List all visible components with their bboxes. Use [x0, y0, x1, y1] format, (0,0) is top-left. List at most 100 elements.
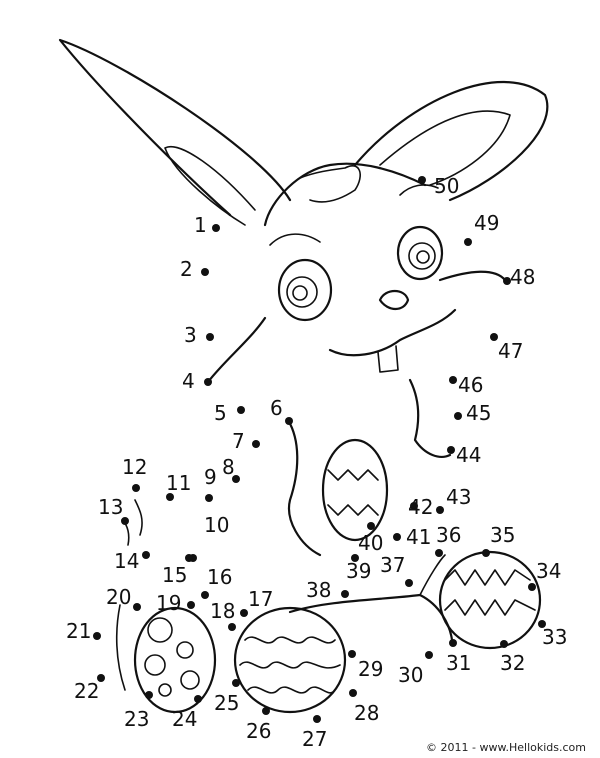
- dot-label-45: 45: [466, 401, 491, 425]
- right-ear-inner: [379, 110, 511, 186]
- dot-23: [145, 691, 153, 699]
- dot-33: [538, 620, 546, 628]
- dot-2: [201, 268, 209, 276]
- copyright-notice: © 2011 - www.Hellokids.com: [426, 741, 586, 754]
- head-right-edge: [438, 270, 507, 282]
- dot-22: [97, 674, 105, 682]
- dot-26: [262, 707, 270, 715]
- dot-50: [418, 176, 426, 184]
- egg-spot: [147, 617, 173, 643]
- dot-8: [232, 475, 240, 483]
- egg-spot: [144, 654, 166, 676]
- dot-19: [187, 601, 195, 609]
- dot-label-35: 35: [490, 523, 515, 547]
- dot-38: [341, 590, 349, 598]
- egg-spot: [176, 641, 194, 659]
- cheek-patch: [299, 165, 361, 203]
- dot-43: [436, 506, 444, 514]
- dot-28: [349, 689, 357, 697]
- right-brow: [399, 184, 439, 196]
- dot-label-22: 22: [74, 679, 99, 703]
- dot-25: [232, 679, 240, 687]
- dot-15: [185, 554, 193, 562]
- dot-label-37: 37: [380, 553, 405, 577]
- grass: [134, 499, 143, 536]
- dot-14: [142, 551, 150, 559]
- dot-label-46: 46: [458, 373, 483, 397]
- dot-44: [447, 446, 455, 454]
- egg-striped: [233, 606, 347, 714]
- dot-35: [482, 549, 490, 557]
- dot-1: [212, 224, 220, 232]
- dot-37: [405, 579, 413, 587]
- mouth: [328, 308, 457, 357]
- dot-label-40: 40: [358, 531, 383, 555]
- dot-label-43: 43: [446, 485, 471, 509]
- dot-31: [449, 639, 457, 647]
- dot-label-30: 30: [398, 663, 423, 687]
- dot-30: [425, 651, 433, 659]
- egg-spot: [158, 683, 172, 697]
- egg-zigzag-line: [444, 569, 531, 586]
- dot-48: [503, 277, 511, 285]
- dot-13: [121, 517, 129, 525]
- dot-label-42: 42: [408, 495, 433, 519]
- dot-label-31: 31: [446, 651, 471, 675]
- dot-47: [490, 333, 498, 341]
- dot-40: [367, 522, 375, 530]
- dot-18: [228, 623, 236, 631]
- dot-label-44: 44: [456, 443, 481, 467]
- dot-16: [201, 591, 209, 599]
- egg-wave: [239, 661, 341, 669]
- dot-36: [435, 549, 443, 557]
- dot-label-48: 48: [510, 265, 535, 289]
- nose: [378, 289, 410, 311]
- body-left: [286, 418, 322, 557]
- dot-5: [237, 406, 245, 414]
- dot-label-20: 20: [106, 585, 131, 609]
- dot-label-34: 34: [536, 559, 561, 583]
- dot-label-32: 32: [500, 651, 525, 675]
- dot-41: [393, 533, 401, 541]
- dot-label-13: 13: [98, 495, 123, 519]
- dot-label-4: 4: [182, 369, 195, 393]
- dot-label-6: 6: [270, 396, 283, 420]
- dot-4: [204, 378, 212, 386]
- held-egg-zigzag-2: [327, 504, 379, 516]
- held-egg: [321, 438, 389, 542]
- left-eye-iris: [286, 276, 318, 308]
- dot-3: [206, 333, 214, 341]
- dot-label-19: 19: [156, 591, 181, 615]
- grass: [115, 604, 126, 691]
- dot-label-17: 17: [248, 587, 273, 611]
- dot-34: [528, 583, 536, 591]
- dot-45: [454, 412, 462, 420]
- dot-label-23: 23: [124, 707, 149, 731]
- held-egg-zigzag: [327, 469, 379, 481]
- dot-label-8: 8: [222, 455, 235, 479]
- dot-label-38: 38: [306, 578, 331, 602]
- right-ear-outline: [353, 80, 549, 202]
- left-ear-inner: [164, 145, 256, 226]
- left-eye-pupil: [292, 285, 308, 301]
- dot-20: [133, 603, 141, 611]
- dot-label-47: 47: [498, 339, 523, 363]
- carrot-leaf: [419, 554, 446, 596]
- dot-12: [132, 484, 140, 492]
- egg-zigzag-line: [444, 599, 536, 616]
- left-eye: [277, 258, 333, 322]
- right-eye-pupil: [416, 250, 430, 264]
- dot-42: [410, 502, 418, 510]
- dot-7: [252, 440, 260, 448]
- dot-label-16: 16: [207, 565, 232, 589]
- dot-label-11: 11: [166, 471, 191, 495]
- dot-label-14: 14: [114, 549, 139, 573]
- dot-label-25: 25: [214, 691, 239, 715]
- dot-label-1: 1: [194, 213, 207, 237]
- dot-label-49: 49: [474, 211, 499, 235]
- dot-label-28: 28: [354, 701, 379, 725]
- dot-label-27: 27: [302, 727, 327, 751]
- dot-39: [351, 554, 359, 562]
- right-eye: [396, 225, 444, 281]
